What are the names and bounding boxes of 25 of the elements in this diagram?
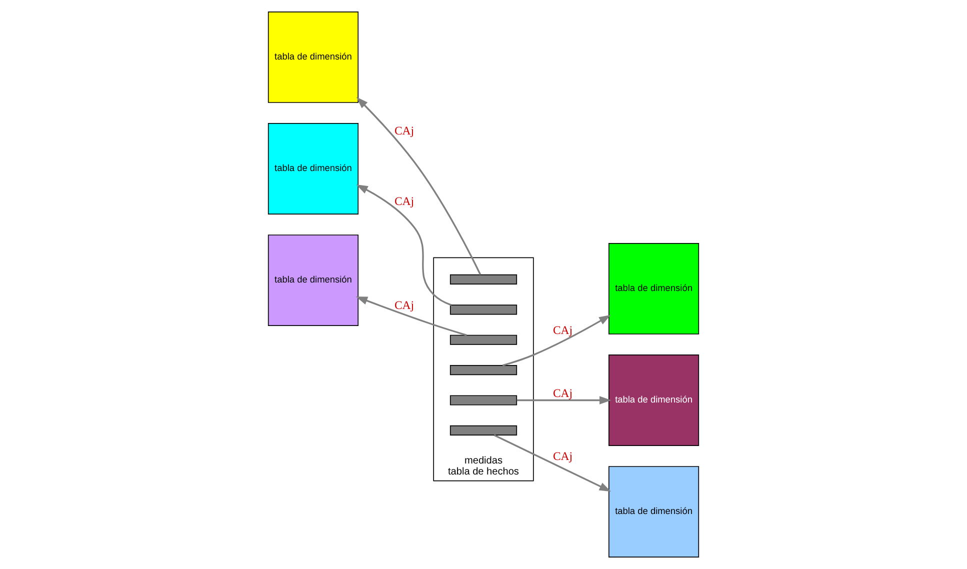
arrow xyxy=(356,296,467,336)
edge-label: CAj xyxy=(552,324,573,338)
cluster: medidas tabla de hechos xyxy=(433,257,534,482)
arrow xyxy=(494,434,612,492)
node-box: tabla de dimensión xyxy=(608,242,700,334)
node-bar xyxy=(450,334,518,345)
node-box: tabla de dimensión xyxy=(608,354,700,446)
edge-label: CAj xyxy=(394,298,414,312)
node-box: tabla de dimensión xyxy=(268,123,359,214)
edge-label: CAj xyxy=(552,387,573,400)
arrow xyxy=(502,314,611,366)
node-bar xyxy=(450,274,518,284)
arrow xyxy=(356,184,452,306)
node-bar xyxy=(450,425,518,436)
arrow xyxy=(516,396,612,404)
node-box: tabla de dimensión xyxy=(268,11,359,103)
node-bar xyxy=(450,304,518,315)
edge-label: CAj xyxy=(552,450,573,463)
node-box: tabla de dimensión xyxy=(608,466,700,558)
node-bar xyxy=(450,365,518,376)
edge-label: CAj xyxy=(394,124,414,138)
node-box: tabla de dimensión xyxy=(268,234,359,326)
arrow xyxy=(356,96,482,276)
edge-label: CAj xyxy=(394,194,414,208)
node-bar xyxy=(450,395,518,406)
